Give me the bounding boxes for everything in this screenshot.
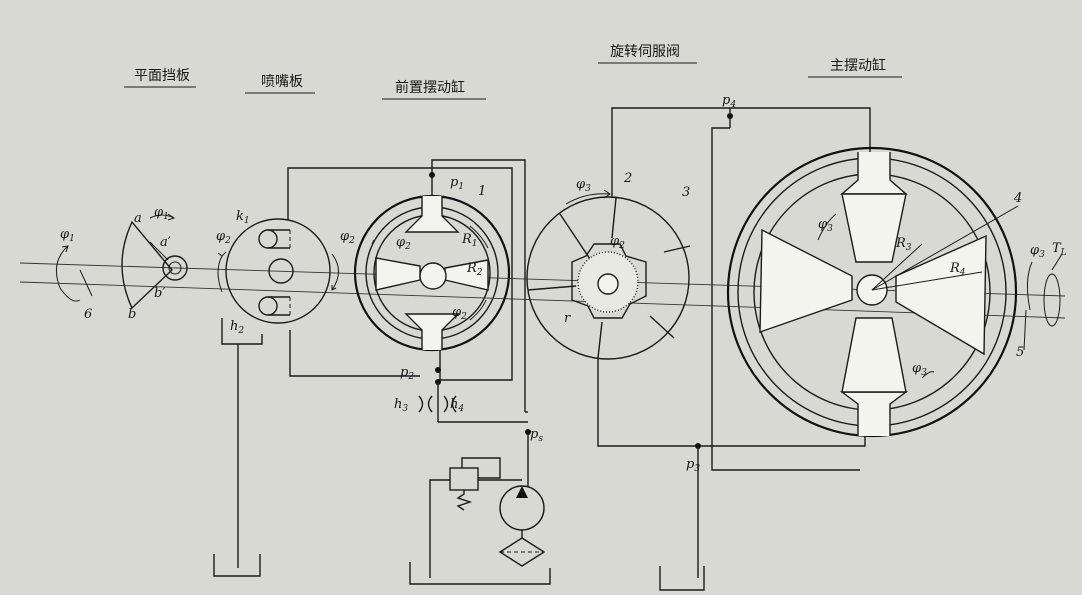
- main-cylinder-vane-right: [895, 234, 987, 356]
- header-flapper: 平面挡板: [134, 68, 190, 84]
- tank-bottom: [409, 562, 551, 585]
- pre-cylinder-stator-bottom: [404, 313, 460, 350]
- label-phi3-main-top: φ3: [818, 217, 833, 234]
- shaft-6-leader: [79, 269, 93, 297]
- pre-cylinder-hub: [419, 262, 447, 290]
- drain-bracket-h2: [221, 318, 263, 345]
- nozzle-plate-disc: [225, 218, 331, 324]
- rotary-servo-valve: [525, 107, 871, 591]
- load-torque-symbol: [1043, 273, 1061, 327]
- label-p3: p3: [686, 457, 700, 474]
- tank-right: [659, 566, 705, 591]
- pre-cylinder-vane-left: [375, 257, 421, 291]
- main-cylinder-vane-left: [759, 228, 853, 333]
- label-phi2-pre-top: φ2: [396, 235, 411, 252]
- label-phi1-top: φ1: [154, 205, 169, 222]
- main-cylinder-stator-top: [840, 152, 908, 195]
- header-nozzle-plate: 喷嘴板: [261, 74, 303, 90]
- header-servo-valve: 旋转伺服阀: [610, 44, 680, 60]
- phi1-rotation-arrow-left: [55, 245, 81, 302]
- label-3: 3: [682, 185, 690, 200]
- label-b-prime: b′: [154, 286, 165, 301]
- label-h4: h4: [450, 397, 464, 414]
- label-phi2-pre-bottom: φ2: [452, 305, 467, 322]
- label-R2: R2: [466, 261, 483, 278]
- label-6: 6: [84, 307, 92, 322]
- label-a-prime: a′: [160, 235, 171, 250]
- label-phi2-nozzle-left: φ2: [216, 229, 231, 246]
- nozzle-plate: [213, 218, 339, 577]
- header-pre-cylinder: 前置摆动缸: [395, 79, 465, 96]
- label-p2: p2: [400, 365, 414, 382]
- label-r-valve: r: [564, 311, 571, 326]
- label-phi2-valve: φ2: [610, 234, 625, 251]
- label-TL: TL: [1052, 241, 1067, 258]
- main-cylinder-vane-topcap: [841, 193, 907, 263]
- pre-stage-cylinder: [287, 159, 528, 423]
- pre-cylinder-stator-top: [404, 196, 460, 233]
- label-k1: k1: [236, 209, 250, 226]
- label-a: a: [134, 211, 142, 226]
- relief-valve: [449, 467, 479, 491]
- label-ps: ps: [530, 427, 543, 444]
- label-phi2-nozzle-right: φ2: [340, 229, 355, 246]
- label-phi3-right: φ3: [1030, 243, 1045, 260]
- label-h3: h3: [394, 397, 408, 414]
- flapper-pivot: [162, 255, 188, 281]
- label-R4: R4: [949, 261, 966, 278]
- label-b: b: [128, 307, 136, 322]
- label-2: 2: [623, 171, 632, 186]
- label-5: 5: [1016, 345, 1024, 360]
- label-R3: R3: [895, 236, 912, 253]
- main-cylinder-stator-bottom: [839, 391, 909, 436]
- flapper-assembly: [55, 213, 188, 310]
- label-phi3-main-bottom: φ3: [912, 361, 927, 378]
- label-phi3-valve: φ3: [576, 177, 591, 194]
- servo-spool-outline: [571, 243, 647, 319]
- header-main-cylinder: 主摆动缸: [830, 57, 886, 74]
- section-headers: 平面挡板 喷嘴板 前置摆动缸 旋转伺服阀 主摆动缸: [124, 44, 902, 100]
- main-cylinder-vane-bottomcap: [841, 317, 907, 393]
- label-phi1-left: φ1: [60, 227, 75, 244]
- label-4: 4: [1013, 191, 1022, 206]
- main-swing-cylinder: [726, 146, 1063, 438]
- flapper-sector: [121, 220, 173, 310]
- label-p4: p4: [722, 93, 736, 110]
- label-R1: R1: [461, 232, 478, 249]
- label-1: 1: [478, 184, 486, 199]
- line-p4: [611, 107, 871, 198]
- pump-triangle: [516, 486, 528, 498]
- servo-valve-body: [526, 196, 690, 360]
- supply-pump-circuit: [409, 429, 551, 585]
- label-h2: h2: [230, 319, 244, 336]
- label-p1: p1: [450, 175, 464, 192]
- tank-left: [213, 554, 261, 577]
- main-shaft: [19, 262, 1066, 319]
